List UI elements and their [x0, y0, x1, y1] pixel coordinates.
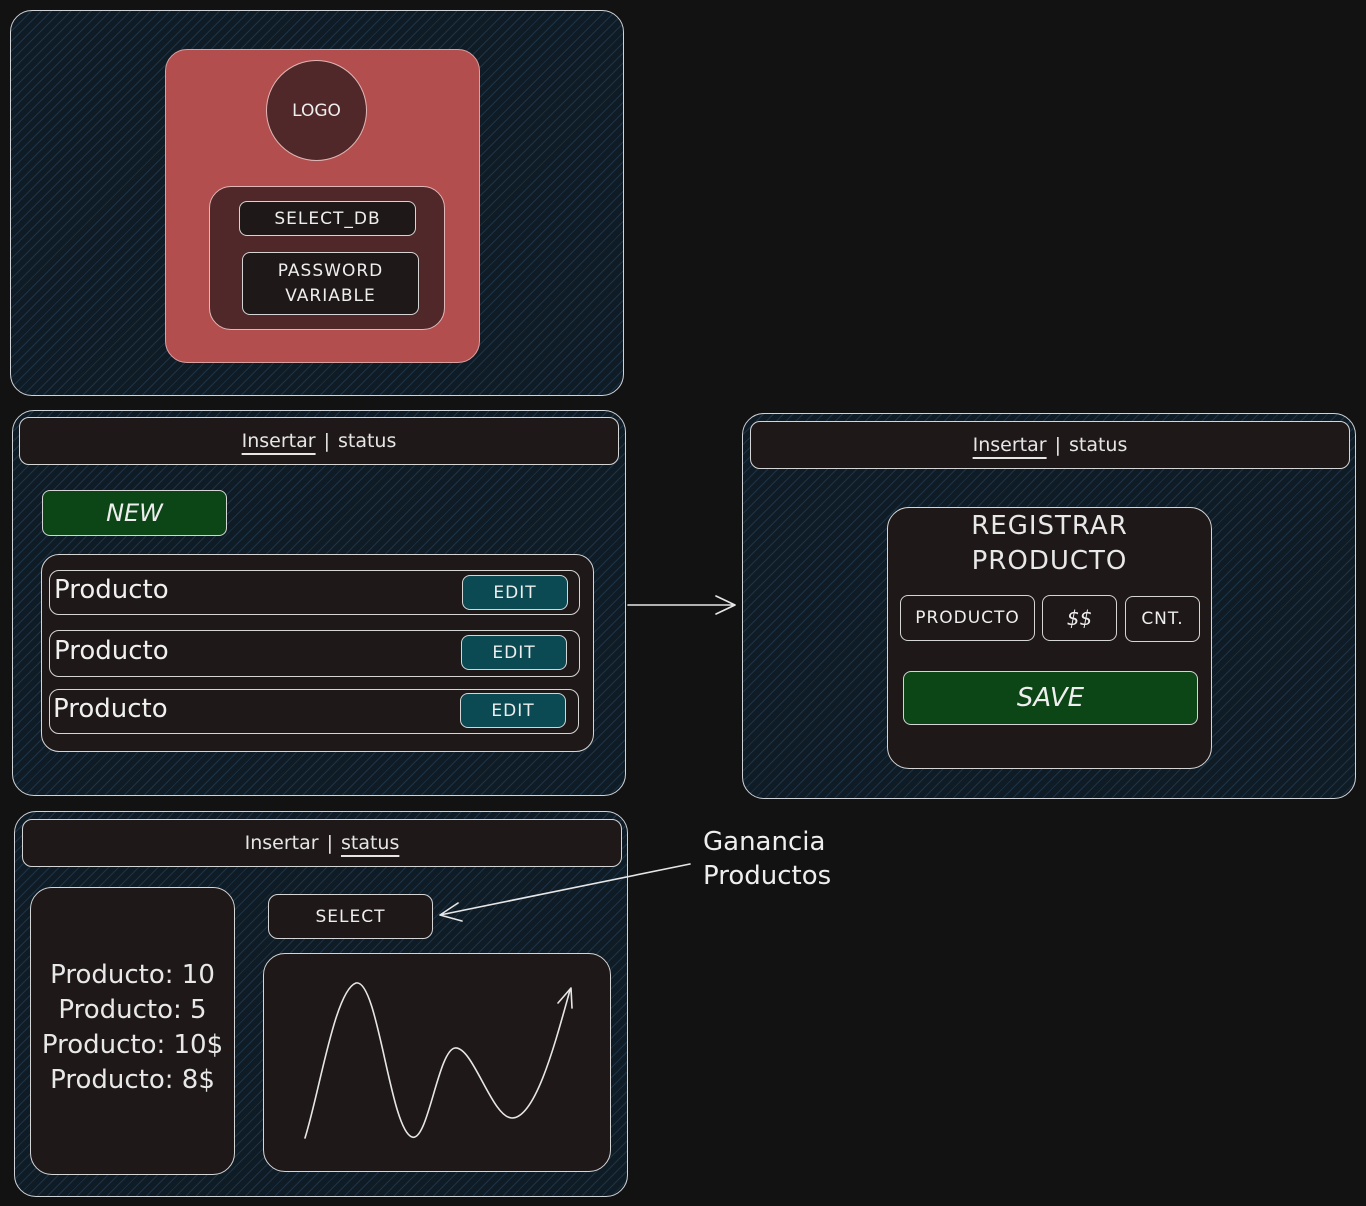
logo-text: LOGO	[292, 100, 341, 121]
producto-field[interactable]: PRODUCTO	[900, 595, 1035, 641]
annotation-line2: Productos	[703, 861, 832, 891]
list-item-label: Producto	[54, 636, 169, 666]
tab-separator: |	[1054, 434, 1061, 456]
password-label-line1: PASSWORD	[277, 260, 384, 281]
select-db-label: SELECT_DB	[274, 208, 381, 229]
flow-arrow	[627, 595, 736, 615]
summary-list: Producto: 10 Producto: 5 Producto: 10$ P…	[30, 958, 235, 1098]
tab-status[interactable]: status	[337, 430, 397, 452]
select-button[interactable]: SELECT	[268, 894, 433, 939]
summary-panel	[30, 887, 235, 1175]
register-title: REGISTRAR PRODUCTO	[887, 509, 1212, 579]
edit-button-label: EDIT	[492, 642, 536, 663]
edit-button[interactable]: EDIT	[461, 635, 567, 670]
tab-separator: |	[326, 832, 333, 854]
select-db-dropdown[interactable]: SELECT_DB	[239, 201, 416, 236]
tab-insertar[interactable]: Insertar	[244, 832, 319, 854]
logo: LOGO	[266, 60, 367, 161]
register-title-line1: REGISTRAR	[971, 511, 1128, 541]
tab-insertar[interactable]: Insertar	[241, 430, 316, 452]
summary-item: Producto: 10	[50, 960, 215, 990]
edit-button-label: EDIT	[491, 700, 535, 721]
password-label-line2: VARIABLE	[285, 285, 376, 306]
producto-field-label: PRODUCTO	[915, 608, 1020, 628]
edit-button-label: EDIT	[493, 582, 537, 603]
new-button-label: NEW	[106, 499, 163, 527]
quantity-field[interactable]: CNT.	[1125, 596, 1200, 642]
register-title-line2: PRODUCTO	[971, 546, 1128, 576]
summary-item: Producto: 5	[58, 995, 207, 1025]
tab-separator: |	[323, 430, 330, 452]
chart-panel	[263, 953, 611, 1172]
password-field[interactable]: PASSWORD VARIABLE	[242, 252, 419, 315]
list-navbar: Insertar | status	[19, 417, 619, 465]
annotation-line1: Ganancia	[703, 827, 826, 857]
tab-insertar[interactable]: Insertar	[972, 434, 1047, 456]
summary-item: Producto: 10$	[41, 1030, 224, 1060]
tab-status[interactable]: status	[1068, 434, 1128, 456]
list-item-label: Producto	[54, 575, 169, 605]
new-button[interactable]: NEW	[42, 490, 227, 536]
register-navbar: Insertar | status	[750, 421, 1350, 469]
quantity-field-label: CNT.	[1141, 609, 1184, 629]
price-field[interactable]: $$	[1042, 595, 1117, 641]
summary-item: Producto: 8$	[50, 1065, 215, 1095]
list-item-label: Producto	[53, 694, 168, 724]
edit-button[interactable]: EDIT	[462, 575, 568, 610]
tab-status[interactable]: status	[340, 832, 400, 854]
annotation-note: Ganancia Productos	[703, 825, 831, 893]
status-navbar: Insertar | status	[22, 819, 622, 867]
select-button-label: SELECT	[315, 906, 386, 927]
save-button-label: SAVE	[1016, 683, 1085, 713]
edit-button[interactable]: EDIT	[460, 693, 566, 728]
save-button[interactable]: SAVE	[903, 671, 1198, 725]
price-field-label: $$	[1066, 606, 1093, 630]
